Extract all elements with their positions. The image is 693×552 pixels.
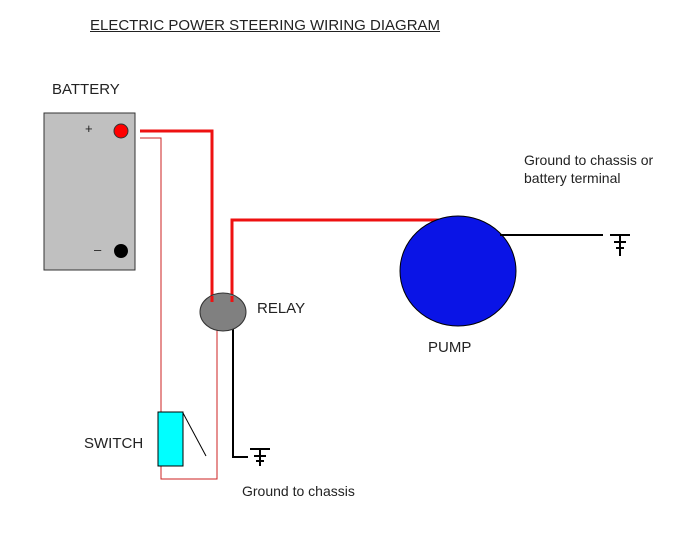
negative-sign: – (94, 242, 102, 257)
switch-body[interactable] (157, 411, 184, 467)
positive-sign: + (85, 121, 93, 136)
pump-ground-label-line2: battery terminal (524, 170, 621, 186)
positive-terminal (113, 123, 129, 139)
relay-ground-label: Ground to chassis (242, 483, 355, 499)
relay-ground-wire (232, 326, 248, 458)
ground-symbol-relay (250, 448, 270, 466)
ground-symbol-pump (610, 234, 630, 256)
diagram-title: ELECTRIC POWER STEERING WIRING DIAGRAM (90, 17, 441, 34)
battery-body (43, 112, 136, 271)
power-wire-relay-to-pump (230, 218, 440, 302)
switch-label: SWITCH (84, 435, 144, 452)
battery (43, 112, 136, 271)
power-wire-battery-to-relay (140, 129, 214, 302)
relay-label: RELAY (257, 300, 306, 317)
switch-lever (182, 412, 207, 457)
signal-wire-switch-to-relay (160, 328, 218, 480)
battery-label: BATTERY (52, 81, 120, 98)
pump-label: PUMP (428, 339, 472, 356)
pump-body (399, 215, 517, 327)
pump-ground-label-line1: Ground to chassis or (524, 152, 654, 168)
switch[interactable] (157, 411, 207, 467)
signal-wire-battery-to-switch (140, 137, 162, 412)
negative-terminal (114, 244, 128, 258)
relay-body (199, 292, 247, 332)
